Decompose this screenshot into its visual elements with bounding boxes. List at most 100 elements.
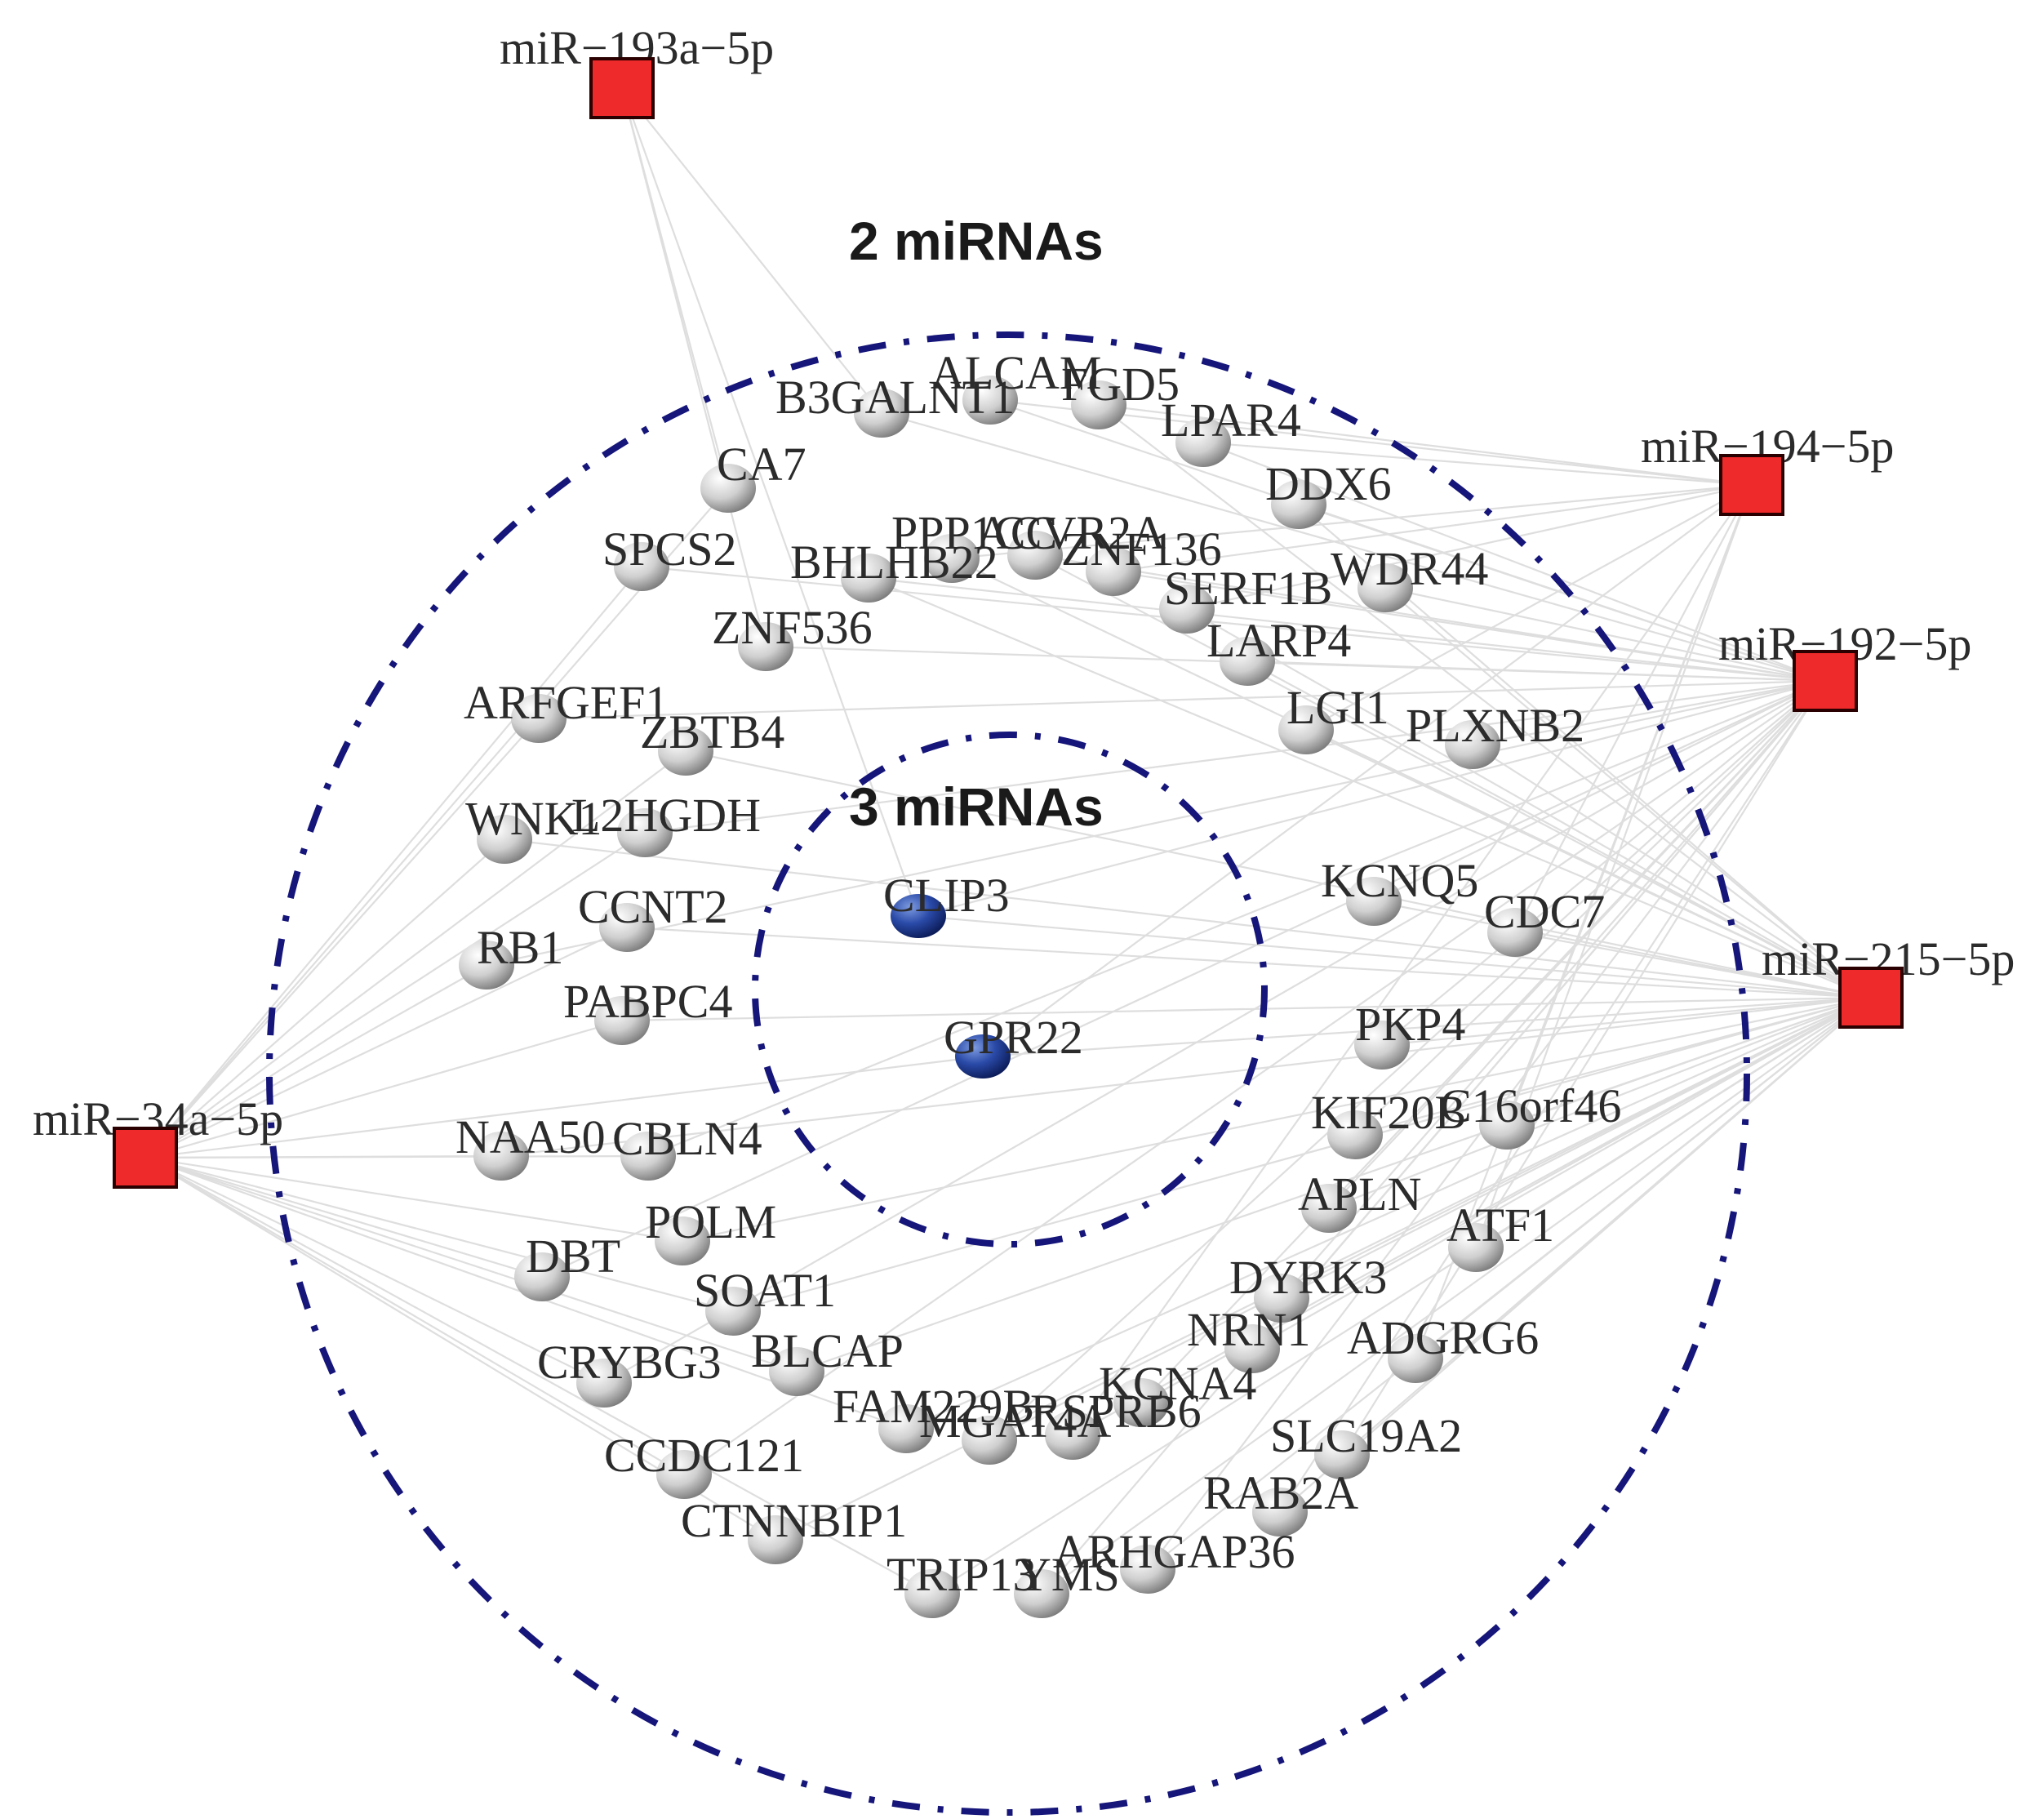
gene-node-pabpc4[interactable] [594, 996, 650, 1045]
gene-node-ccnt2[interactable] [599, 903, 655, 952]
gene-node-pkp4[interactable] [1354, 1021, 1410, 1070]
gene-label-znf136: ZNF136 [1061, 523, 1222, 576]
mirna-node-mir-34a-5p[interactable] [113, 1127, 178, 1189]
gene-node-blcap[interactable] [769, 1347, 824, 1396]
gene-node-mgat4a[interactable] [962, 1416, 1017, 1465]
gene-node-ddx6[interactable] [1271, 480, 1326, 529]
gene-node-c16orf46[interactable] [1479, 1101, 1535, 1150]
gene-node-rsprb6[interactable] [1045, 1411, 1100, 1460]
gene-node-apln[interactable] [1301, 1184, 1357, 1233]
gene-label-mgat4a: MGAT4A [919, 1394, 1111, 1448]
edge-rab2a-mir-215-5p [1279, 997, 1872, 1513]
gene-node-atf1[interactable] [1448, 1223, 1504, 1272]
gene-label-ccdc121: CCDC121 [604, 1429, 804, 1482]
edge-arfgef1-mir-34a-5p [144, 718, 540, 1159]
gene-node-zbtb4[interactable] [658, 727, 713, 776]
gene-node-adgrg6[interactable] [1388, 1334, 1443, 1383]
edge-ccdc121-mir-192-5p [683, 680, 1826, 1475]
gene-node-znf136[interactable] [1086, 547, 1141, 596]
edge-arhgap36-mir-215-5p [1147, 997, 1872, 1570]
gene-label-rab2a: RAB2A [1203, 1466, 1358, 1519]
edge-ctnnbip1-mir-215-5p [775, 997, 1872, 1541]
edge-spcs2-mir-34a-5p [144, 566, 642, 1159]
gene-node-ppp1cc[interactable] [924, 534, 980, 583]
gene-node-alcam[interactable] [962, 376, 1018, 425]
mirna-node-mir-192-5p[interactable] [1793, 650, 1858, 712]
edge-larp4-mir-192-5p [1246, 660, 1826, 683]
gene-node-rb1[interactable] [459, 941, 514, 990]
edge-bhlhb22-mir-192-5p [868, 576, 1826, 683]
edge-polm-mir-34a-5p [144, 1156, 683, 1243]
gene-node-znf536[interactable] [738, 622, 793, 671]
gene-node-fam229b[interactable] [878, 1404, 934, 1453]
gene-label-kif20b: KIF20B [1311, 1086, 1466, 1139]
gene-label-ctnnbip1: CTNNBIP1 [681, 1494, 907, 1547]
gene-label-alcam: ALCAM [931, 346, 1101, 399]
edge-ppp1cc-mir-194-5p [951, 483, 1753, 560]
edge-polm-mir-215-5p [682, 996, 1872, 1243]
gene-node-cbln4[interactable] [620, 1132, 676, 1181]
gene-label-fam229b: FAM229B [833, 1380, 1034, 1433]
gene-label-znf536: ZNF536 [712, 601, 873, 654]
gene-node-polm[interactable] [655, 1216, 710, 1265]
edge-znf536-mir-193a-5p [620, 87, 767, 647]
gene-node-acvr2a[interactable] [1007, 531, 1063, 580]
gene-node-kif20b[interactable] [1327, 1110, 1383, 1159]
gene-node-naa50[interactable] [473, 1132, 529, 1181]
edge-naa50-mir-215-5p [500, 996, 1872, 1158]
edge-trip13-mir-215-5p [931, 997, 1872, 1594]
gene-node-yms[interactable] [1014, 1569, 1069, 1618]
gene-node-soat1[interactable] [705, 1287, 761, 1336]
mirna-node-mir-194-5p[interactable] [1719, 454, 1784, 516]
edge-ccdc121-mir-34a-5p [144, 1157, 685, 1475]
gene-node-gpr22[interactable] [955, 1034, 1011, 1079]
gene-node-larp4[interactable] [1220, 637, 1275, 686]
edge-l2hgdh-mir-34a-5p [144, 832, 646, 1159]
gene-node-lpar4[interactable] [1175, 418, 1231, 467]
gene-node-b3galnt1[interactable] [854, 389, 909, 438]
gene-node-arfgef1[interactable] [511, 694, 567, 743]
gene-node-fgd5[interactable] [1071, 380, 1126, 429]
gene-node-lgi1[interactable] [1278, 705, 1334, 754]
gene-node-kcnq5[interactable] [1346, 877, 1402, 926]
gene-node-clip3[interactable] [891, 894, 946, 938]
gene-node-wdr44[interactable] [1357, 563, 1413, 612]
gene-node-plxnb2[interactable] [1445, 720, 1500, 769]
gene-node-dyrk3[interactable] [1254, 1274, 1309, 1323]
gene-label-apln: APLN [1298, 1167, 1421, 1221]
gene-node-l2hgdh[interactable] [617, 808, 673, 857]
gene-node-bhlhb22[interactable] [841, 554, 896, 603]
gene-node-ctnnbip1[interactable] [748, 1515, 803, 1564]
inner-ring [752, 732, 1268, 1248]
gene-node-spcs2[interactable] [614, 542, 669, 591]
edge-cbln4-mir-34a-5p [144, 1154, 649, 1159]
gene-label-pkp4: PKP4 [1355, 998, 1465, 1051]
gene-label-soat1: SOAT1 [694, 1264, 836, 1317]
gene-node-serf1b[interactable] [1159, 585, 1215, 634]
edge-kcna4-mir-192-5p [1140, 680, 1826, 1403]
gene-node-nrn1[interactable] [1224, 1324, 1280, 1373]
gene-node-ccdc121[interactable] [656, 1450, 712, 1499]
edge-ca7-mir-34a-5p [144, 487, 729, 1159]
gene-node-trip13[interactable] [904, 1569, 960, 1618]
edge-ccnt2-mir-34a-5p [144, 927, 628, 1159]
edge-dyrk3-mir-192-5p [1281, 680, 1826, 1299]
gene-node-wnk1[interactable] [477, 815, 532, 864]
gene-node-cdc7[interactable] [1487, 908, 1543, 957]
gene-label-naa50: NAA50 [455, 1110, 606, 1163]
gene-node-dbt[interactable] [514, 1252, 570, 1301]
gene-node-slc19a2[interactable] [1314, 1430, 1370, 1479]
gene-label-spcs2: SPCS2 [602, 523, 736, 576]
gene-node-crybg3[interactable] [576, 1359, 632, 1408]
gene-node-ca7[interactable] [700, 464, 756, 513]
gene-label-larp4: LARP4 [1206, 614, 1351, 667]
mirna-node-mir-193a-5p[interactable] [589, 57, 655, 119]
gene-node-arhgap36[interactable] [1120, 1545, 1175, 1594]
mirna-node-mir-215-5p[interactable] [1838, 967, 1904, 1029]
gene-node-rab2a[interactable] [1252, 1488, 1308, 1537]
gene-node-kcna4[interactable] [1113, 1378, 1169, 1427]
edge-apln-mir-215-5p [1328, 996, 1872, 1210]
edge-lgi1-mir-194-5p [1305, 484, 1753, 731]
